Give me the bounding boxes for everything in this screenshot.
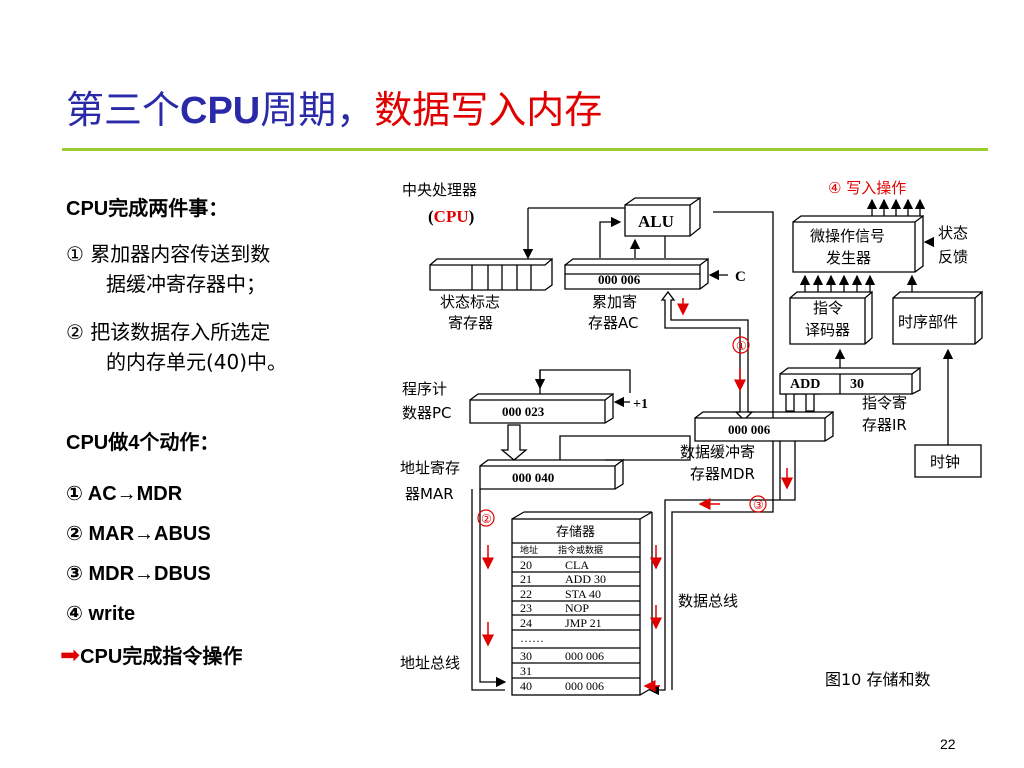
- mar-label1: 地址寄存: [400, 459, 460, 477]
- data-bus-label: 数据总线: [678, 592, 738, 610]
- memory-row-value: ADD 30: [565, 572, 606, 586]
- status-feedback-label1: 状态: [938, 224, 968, 242]
- ac-c-label: C: [735, 269, 746, 285]
- action-3: ③ MDR→DBUS: [66, 563, 211, 585]
- item1-line2: 据缓冲寄存器中；: [106, 272, 266, 296]
- figure-caption: 图10 存储和数: [825, 670, 930, 689]
- memory-col-addr: 地址: [520, 544, 538, 556]
- write-op-label: ④ 写入操作: [828, 179, 906, 197]
- mar-label2: 器MAR: [405, 485, 454, 503]
- memory-row-addr: 24: [520, 616, 532, 630]
- title-part2: 数据写入内存: [374, 88, 603, 132]
- step2-marker: ②: [481, 512, 492, 526]
- memory-row-addr: 23: [520, 601, 532, 615]
- action-2: ② MAR→ABUS: [66, 523, 211, 545]
- memory-row-value: STA 40: [565, 587, 601, 601]
- heading-four-actions: CPU做4个动作：: [66, 432, 220, 454]
- decoder-label1: 指令: [813, 299, 843, 317]
- page-title: 第三个CPU周期，数据写入内存: [66, 86, 602, 135]
- title-part1: 第三个CPU周期，: [66, 88, 375, 132]
- ir-label2: 存器IR: [862, 416, 907, 434]
- title-divider: [62, 148, 988, 151]
- decoder-label2: 译码器: [805, 321, 850, 339]
- mar-value: 000 040: [512, 470, 554, 485]
- ir-value-op: ADD: [790, 377, 820, 392]
- heading-two-things: CPU完成两件事：: [66, 198, 229, 220]
- memory-col-data: 指令或数据: [558, 544, 603, 556]
- status-reg-label2: 寄存器: [448, 314, 493, 332]
- page-number: 22: [940, 736, 956, 752]
- memory-rows: 20 CLA 21 ADD 30 22 STA 40 23 NOP 24 JMP…: [520, 558, 606, 693]
- micro-op-label1: 微操作信号: [810, 227, 885, 245]
- ac-label2: 存器AC: [588, 314, 638, 332]
- clock-label: 时钟: [930, 453, 960, 471]
- memory-row-addr: 20: [520, 558, 532, 572]
- memory-row-addr: 30: [520, 649, 532, 663]
- pc-value: 000 023: [502, 404, 545, 419]
- timing-label: 时序部件: [898, 313, 958, 331]
- status-feedback-label2: 反馈: [938, 248, 968, 266]
- memory-row-addr: 40: [520, 679, 532, 693]
- cpu-label-paren: (CPU): [428, 207, 474, 226]
- memory-row-value: NOP: [565, 601, 589, 615]
- memory-row-value: 000 006: [565, 679, 604, 693]
- pc-plus-one: +1: [633, 397, 648, 412]
- mdr-label1: 数据缓冲寄: [680, 443, 755, 461]
- memory-row-addr: 31: [520, 664, 532, 678]
- ac-label1: 累加寄: [592, 293, 637, 311]
- action-4: ④ write: [66, 603, 136, 625]
- status-reg-label1: 状态标志: [440, 293, 500, 311]
- pc-label1: 程序计: [402, 380, 447, 398]
- item2-line2: 的内存单元(40)中。: [106, 350, 288, 374]
- micro-op-label2: 发生器: [826, 249, 871, 267]
- alu-label: ALU: [638, 212, 674, 231]
- ac-value: 000 006: [598, 272, 641, 287]
- pc-label2: 数器PC: [402, 404, 452, 422]
- memory-row-addr: ……: [520, 631, 544, 645]
- finish-line: ➡CPU完成指令操作: [60, 641, 243, 669]
- ir-value-addr: 30: [850, 377, 864, 392]
- memory-row-addr: 22: [520, 587, 532, 601]
- item2-line1: ② 把该数据存入所选定: [66, 320, 271, 344]
- ir-label1: 指令寄: [862, 394, 907, 412]
- memory-title: 存储器: [556, 525, 595, 540]
- right-arrow-icon: ➡: [60, 641, 81, 669]
- cpu-label: 中央处理器: [402, 181, 477, 199]
- action-1: ① AC→MDR: [66, 483, 183, 505]
- step1-marker: ①: [736, 339, 747, 353]
- memory-row-value: 000 006: [565, 649, 604, 663]
- memory-row-addr: 21: [520, 572, 532, 586]
- mdr-value: 000 006: [728, 422, 771, 437]
- memory-row-value: CLA: [565, 558, 589, 572]
- step3-marker: ③: [753, 498, 764, 512]
- mdr-label2: 存器MDR: [690, 465, 755, 483]
- memory-row-value: JMP 21: [565, 616, 602, 630]
- item1-line1: ① 累加器内容传送到数: [66, 242, 271, 266]
- addr-bus-label: 地址总线: [400, 654, 460, 672]
